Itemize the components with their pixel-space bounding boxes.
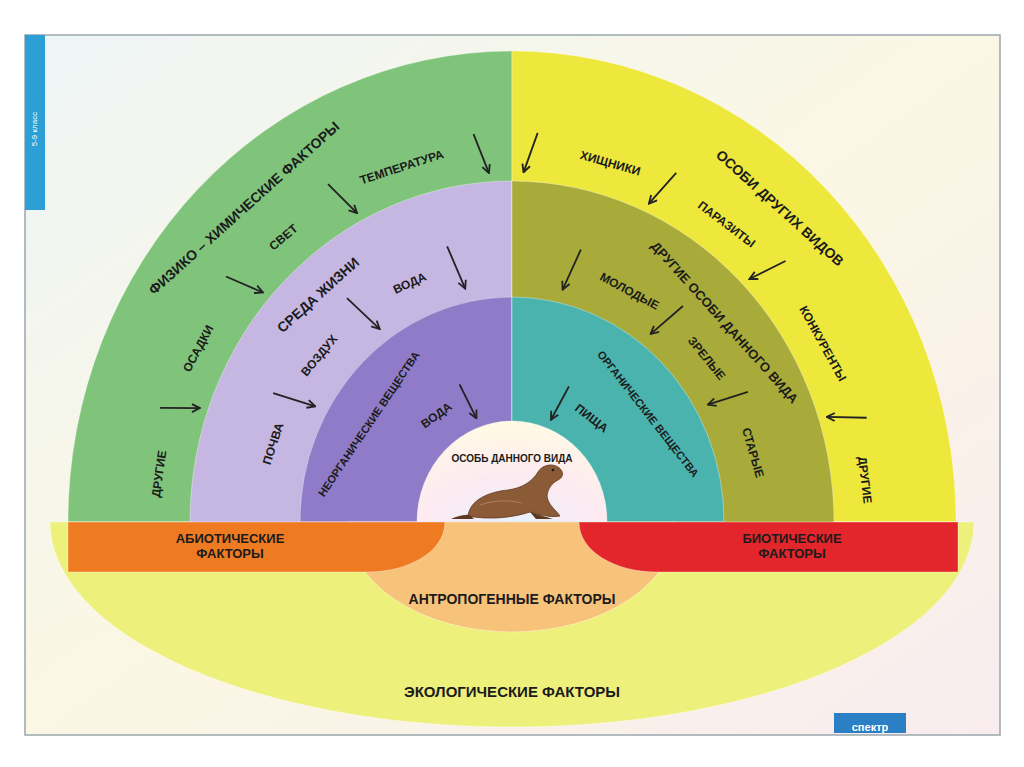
publisher-logo: спектр	[852, 721, 889, 734]
influence-arrow	[474, 134, 489, 173]
ecological-factors-band: ЭКОЛОГИЧЕСКИЕ ФАКТОРЫФИЗИКО – ХИМИЧЕСКИЕ…	[50, 48, 974, 727]
influence-arrow	[273, 393, 315, 406]
influence-arrow	[160, 407, 200, 409]
logo-box	[834, 713, 906, 733]
seal-illustration	[451, 465, 563, 519]
influence-arrow	[651, 306, 683, 334]
influence-arrow	[226, 277, 263, 293]
band-title: ОСОБЬ ДАННОГО ВИДА	[451, 453, 572, 465]
grade-strip	[25, 35, 45, 210]
influence-arrow	[749, 261, 785, 279]
band-title: АБИОТИЧЕСКИЕ ФАКТОРЫ	[155, 532, 305, 562]
influence-arrow	[551, 386, 569, 419]
poster-panel	[25, 35, 1000, 735]
band-title: АНТРОПОГЕННЫЕ ФАКТОРЫ	[409, 591, 616, 607]
grade-label: 5-9 класс	[30, 112, 39, 147]
influence-arrow	[524, 133, 538, 173]
influence-arrow	[708, 392, 748, 405]
influence-arrow	[827, 416, 867, 419]
influence-arrow	[328, 184, 357, 213]
band-title: БИОТИЧЕСКИЕ ФАКТОРЫ	[717, 532, 867, 562]
biotic-band: БИОТИЧЕСКИЕ ФАКТОРЫ	[579, 522, 958, 572]
abiotic-band: АБИОТИЧЕСКИЕ ФАКТОРЫ	[68, 522, 445, 572]
band-title: ЭКОЛОГИЧЕСКИЕ ФАКТОРЫ	[404, 683, 620, 700]
influence-arrow	[460, 384, 477, 418]
influence-arrow	[649, 173, 676, 204]
influence-arrow	[563, 250, 581, 290]
influence-arrow	[347, 298, 380, 329]
influence-arrow	[447, 246, 465, 288]
